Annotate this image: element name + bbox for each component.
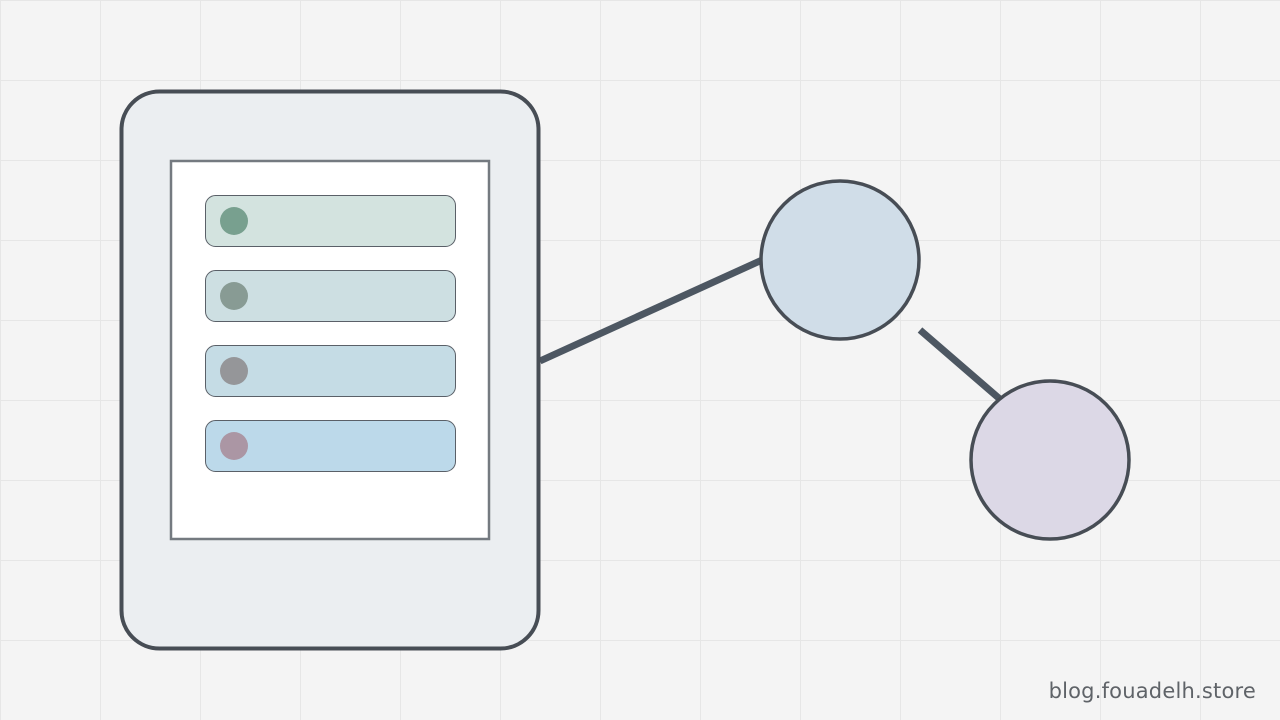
connector-node-to-node bbox=[917, 327, 1004, 403]
device bbox=[119, 89, 541, 651]
node-secondary bbox=[969, 379, 1131, 541]
watermark-text: blog.fouadelh.store bbox=[1048, 679, 1256, 703]
list-item bbox=[205, 345, 456, 397]
list-item bbox=[205, 420, 456, 472]
list-item-dot bbox=[220, 207, 248, 235]
connector-device-to-node bbox=[538, 256, 764, 365]
list-item-dot bbox=[220, 432, 248, 460]
list bbox=[205, 195, 456, 472]
list-item-dot bbox=[220, 282, 248, 310]
list-item bbox=[205, 270, 456, 322]
node-primary bbox=[759, 179, 921, 341]
list-item bbox=[205, 195, 456, 247]
list-item-dot bbox=[220, 357, 248, 385]
